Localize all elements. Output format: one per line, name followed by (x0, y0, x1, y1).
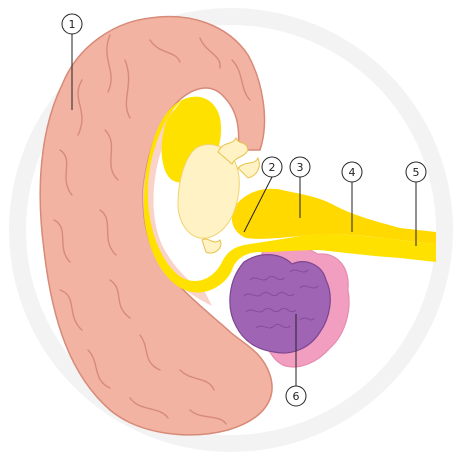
callout-2: 2 (262, 157, 282, 177)
callout-1: 1 (62, 14, 82, 34)
callout-6: 6 (286, 386, 306, 406)
callout-5: 5 (406, 162, 426, 182)
callout-3: 3 (290, 157, 310, 177)
callout-5-number: 5 (413, 166, 420, 179)
callout-1-number: 1 (69, 18, 76, 31)
callout-4-number: 4 (349, 166, 356, 179)
cerebellum (230, 255, 330, 353)
callout-6-number: 6 (293, 390, 300, 403)
callout-3-number: 3 (297, 161, 304, 174)
callout-4: 4 (342, 162, 362, 182)
callout-2-number: 2 (269, 161, 276, 174)
